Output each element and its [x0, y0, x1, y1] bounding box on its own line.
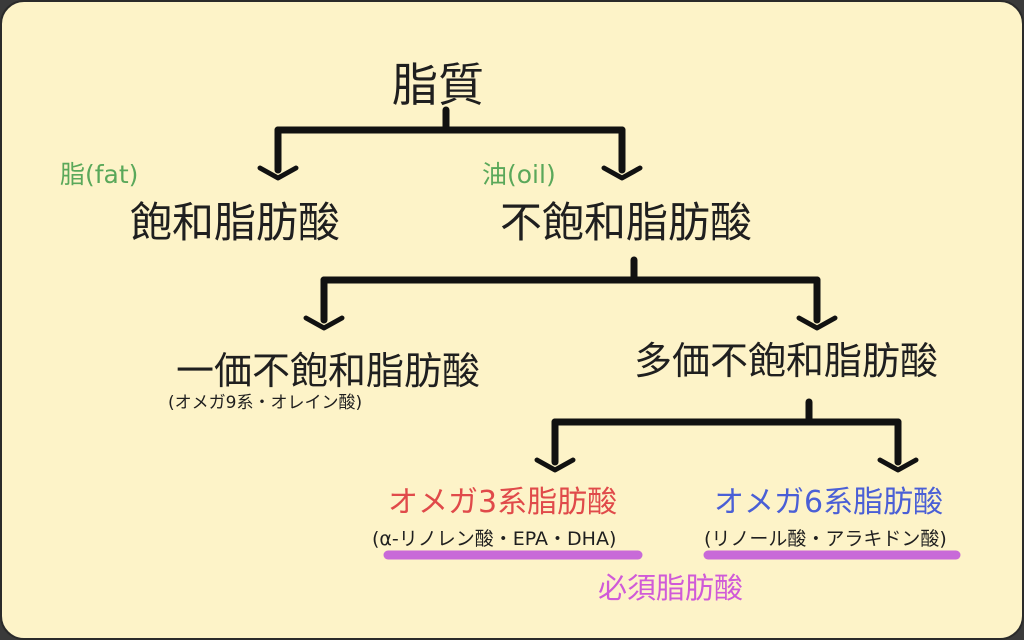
omega6-sub: (リノール酸・アラキドン酸) [704, 528, 947, 550]
arrow-head-unsaturated [601, 165, 643, 181]
arrow-head-omega6 [877, 457, 919, 473]
arrow-head-omega3 [534, 457, 576, 473]
arrow-head-saturated [257, 165, 299, 181]
essential-label: 必須脂肪酸 [598, 571, 744, 605]
arrow-head-poly [796, 315, 838, 331]
polyunsaturated-label: 多価不飽和脂肪酸 [634, 339, 939, 383]
unsaturated-label: 不飽和脂肪酸 [500, 198, 753, 247]
omega6-label: オメガ6系脂肪酸 [714, 485, 944, 520]
omega3-label: オメガ3系脂肪酸 [388, 485, 618, 520]
saturated-label: 飽和脂肪酸 [130, 198, 341, 247]
root-label: 脂質 [392, 58, 484, 112]
monounsaturated-label: 一価不飽和脂肪酸 [176, 349, 481, 393]
omega3-sub: (α-リノレン酸・EPA・DHA) [372, 528, 617, 550]
unsaturated-note: 油(oil) [482, 160, 556, 189]
arrow-head-mono [303, 315, 345, 331]
saturated-note: 脂(fat) [60, 160, 139, 189]
monounsaturated-sub: (オメガ9系・オレイン酸) [168, 393, 363, 413]
